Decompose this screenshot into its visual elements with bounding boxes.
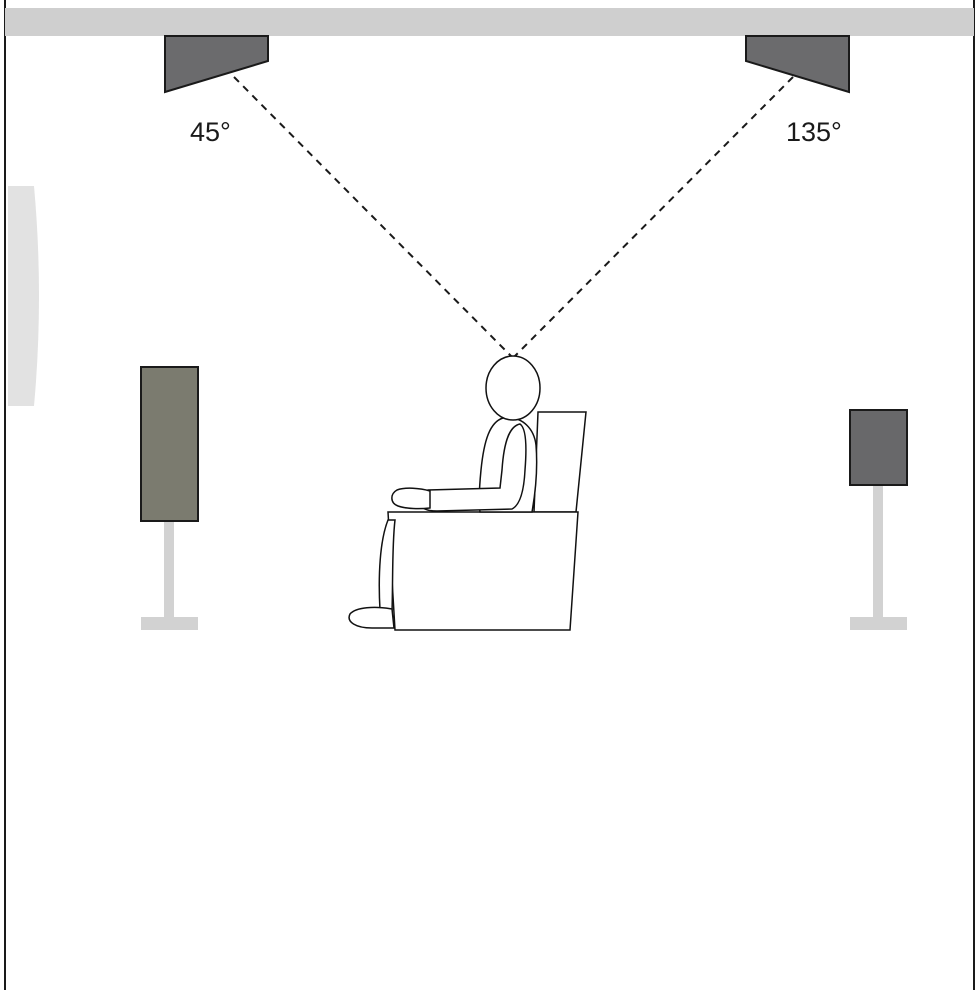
left-stand-pole [164,521,174,621]
right-stand-base [850,617,907,630]
left-speaker-aim-line [233,76,514,359]
listener-hand [391,487,431,510]
right-stand-pole [873,485,883,620]
right-angle-label: 135° [786,117,842,147]
listener-leg [378,519,396,613]
right-speaker-aim-line [512,76,794,359]
armchair [387,411,587,631]
listener-head [485,355,541,421]
armchair-backrest [533,411,587,513]
armchair-base [387,511,579,631]
right-bookshelf-speaker [849,409,908,486]
left-tower-speaker [140,366,199,522]
right-ceiling-speaker [745,35,850,94]
listener-foot [348,606,395,629]
listener-arm [418,423,527,512]
ceiling [5,8,974,36]
listener [348,355,541,629]
left-angle-label: 45° [190,117,231,147]
left-stand-base [141,617,198,630]
side-wall-panel [8,186,39,406]
left-ceiling-speaker [164,35,269,94]
